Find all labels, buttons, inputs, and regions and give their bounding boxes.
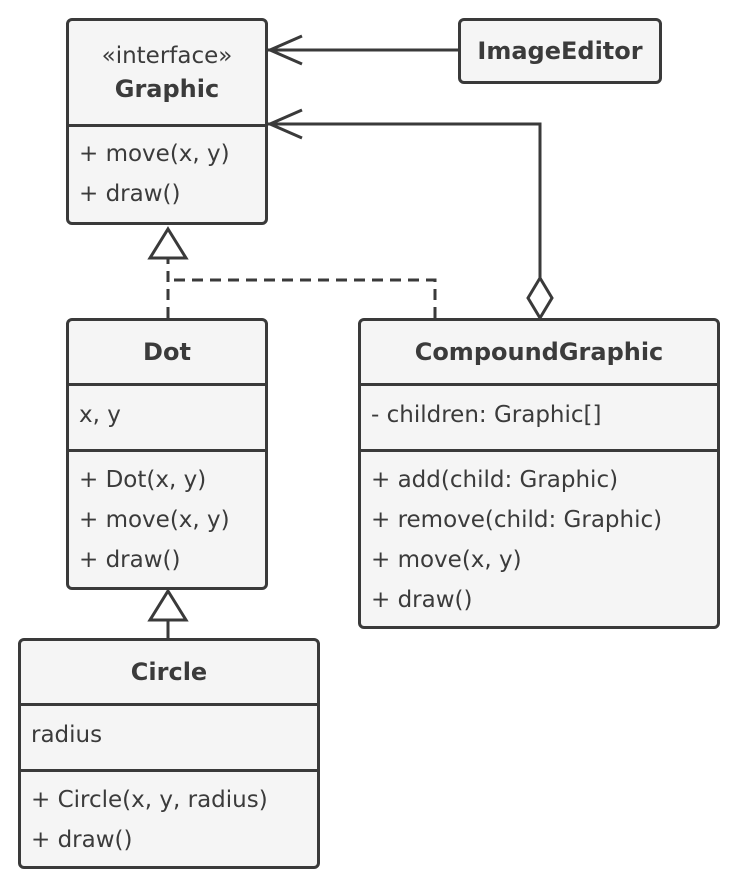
graphic-name: Graphic	[114, 74, 220, 103]
circle-name: Circle	[130, 658, 208, 686]
realization-triangle	[147, 226, 189, 260]
realization-line-compound	[168, 278, 437, 318]
dot-method: + move(x, y)	[79, 507, 230, 533]
graphic-header: «interface» Graphic	[69, 21, 265, 124]
compoundgraphic-method: + remove(child: Graphic)	[371, 507, 663, 533]
circle-method: + draw()	[31, 827, 133, 853]
compoundgraphic-divider	[361, 449, 717, 452]
dot-divider	[69, 383, 265, 386]
circle-divider	[21, 703, 317, 706]
dot-method: + draw()	[79, 547, 181, 573]
imageeditor-name: ImageEditor	[477, 37, 643, 65]
graphic-method: + move(x, y)	[79, 141, 230, 167]
compoundgraphic-method: + draw()	[371, 587, 473, 613]
circle-field: radius	[31, 722, 103, 748]
compoundgraphic-divider	[361, 383, 717, 386]
dot-method: + Dot(x, y)	[79, 467, 207, 493]
graphic-method: + draw()	[79, 181, 181, 207]
compoundgraphic-method: + move(x, y)	[371, 547, 522, 573]
dot-field: x, y	[79, 402, 121, 428]
compoundgraphic-class-box: CompoundGraphic - children: Graphic[] + …	[358, 318, 720, 629]
dot-divider	[69, 449, 265, 452]
circle-method: + Circle(x, y, radius)	[31, 787, 268, 813]
graphic-stereotype: «interface»	[101, 42, 233, 69]
dot-name: Dot	[143, 338, 191, 366]
aggregation-diamond	[526, 275, 554, 321]
circle-divider	[21, 769, 317, 772]
imageeditor-class-box: ImageEditor	[458, 18, 662, 84]
circle-class-box: Circle radius + Circle(x, y, radius) + d…	[18, 638, 320, 869]
aggregation-line-compound	[268, 122, 542, 280]
compoundgraphic-method: + add(child: Graphic)	[371, 467, 619, 493]
association-arrowhead-imageeditor	[266, 34, 303, 66]
inheritance-triangle	[147, 588, 189, 622]
graphic-interface-box: «interface» Graphic + move(x, y) + draw(…	[66, 18, 268, 225]
compoundgraphic-name: CompoundGraphic	[414, 338, 664, 366]
graphic-divider	[69, 124, 265, 127]
aggregation-arrowhead-compound	[266, 108, 303, 140]
dot-class-box: Dot x, y + Dot(x, y) + move(x, y) + draw…	[66, 318, 268, 590]
compoundgraphic-field: - children: Graphic[]	[371, 402, 602, 428]
